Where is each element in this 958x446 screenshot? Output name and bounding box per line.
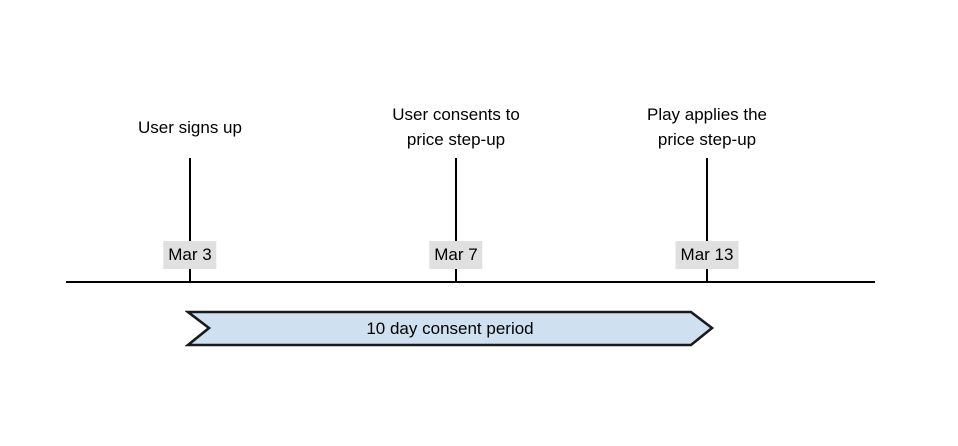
event-label-line: User signs up	[138, 118, 242, 137]
event-label-line: Play applies the	[646, 105, 768, 124]
event-label-line: price step-up	[406, 130, 506, 149]
event-tick-line	[455, 158, 457, 283]
consent-period-banner: 10 day consent period	[185, 309, 715, 349]
banner-shape	[185, 310, 715, 347]
timeline-axis	[66, 281, 875, 283]
event-date-user-consents: Mar 7	[429, 241, 483, 269]
event-date-user-signs-up: Mar 3	[163, 241, 217, 269]
event-label-play-applies: Play applies the price step-up	[647, 102, 767, 152]
event-tick-line	[189, 158, 191, 283]
event-label-line: User consents to	[392, 105, 520, 124]
event-label-user-signs-up: User signs up	[138, 115, 242, 140]
event-tick-line	[706, 158, 708, 283]
event-date-play-applies: Mar 13	[675, 241, 739, 269]
event-label-line: price step-up	[657, 130, 757, 149]
event-label-user-consents: User consents to price step-up	[392, 102, 520, 152]
